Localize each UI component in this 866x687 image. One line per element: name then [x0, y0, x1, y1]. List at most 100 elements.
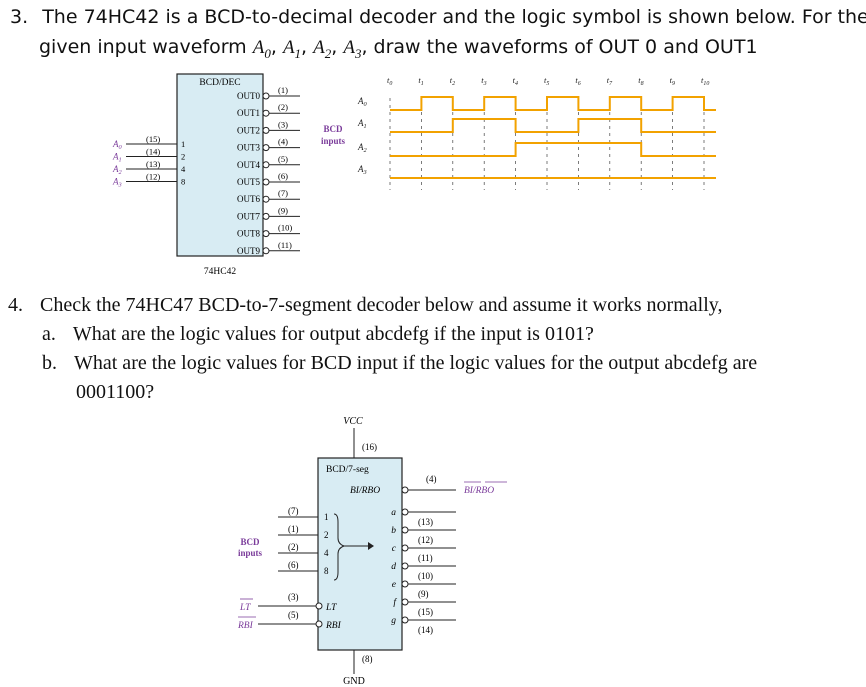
output-bubble — [262, 195, 270, 203]
birbo-pin: (4) — [426, 474, 437, 484]
rbi-external-label: RBI — [237, 621, 254, 631]
output-pin: (9) — [278, 205, 288, 215]
q4-stem: Check the 74HC47 BCD-to-7-segment decode… — [40, 294, 723, 316]
input-pin: (15) — [146, 134, 160, 144]
segment-bubble — [401, 580, 409, 588]
rbi-internal-label: RBI — [325, 621, 342, 631]
decoder-74hc42-symbol: BCD/DEC OUT0(1)OUT1(2)OUT2(3)OUT3(4)OUT4… — [112, 73, 300, 277]
decoder-74hc47-symbol: VCC (16) BCD/7-seg BI/RBO (4) BI/RBO (7)… — [237, 416, 507, 685]
waveform-a2 — [390, 142, 716, 157]
input-a1: A1 — [282, 37, 302, 61]
time-label: t6 — [575, 75, 580, 87]
output-pin: (6) — [278, 171, 288, 181]
decoder-input-label: A2 — [112, 164, 123, 176]
output-pin: (7) — [278, 188, 288, 198]
output-bubble — [262, 109, 270, 117]
birbo-internal-label: BI/RBO — [350, 486, 380, 496]
output-pin: (1) — [278, 85, 288, 95]
gnd-pin: (8) — [362, 654, 373, 664]
segment-pin: (11) — [418, 553, 433, 563]
time-label: t10 — [701, 75, 709, 87]
q4-number: 4. — [8, 294, 23, 316]
decoder-chip-name: 74HC42 — [204, 267, 236, 277]
input-weight: 2 — [181, 152, 185, 162]
decoder-output-label: OUT5 — [237, 177, 260, 187]
output-pin: (5) — [278, 154, 288, 164]
segment-pin: (15) — [418, 607, 433, 617]
decoder-body — [176, 73, 264, 257]
q4b-line: b. What are the logic values for BCD inp… — [42, 350, 757, 376]
signal-label: A1 — [357, 118, 367, 130]
signal-label: A3 — [357, 164, 367, 176]
time-label: t9 — [670, 75, 675, 87]
decoder-output-label: OUT1 — [237, 108, 260, 118]
rbi-pin: (5) — [288, 610, 299, 620]
segment-bubble — [401, 562, 409, 570]
time-label: t4 — [513, 75, 518, 87]
segment-pin: (10) — [418, 571, 433, 581]
segment-output-f: f — [393, 597, 397, 608]
seg-inputs-label: inputs — [238, 548, 263, 558]
decoder-output-label: OUT3 — [237, 143, 260, 153]
decoder-output-label: OUT0 — [237, 91, 260, 101]
seg-decoder-body — [317, 457, 403, 651]
decoder-input-label: A1 — [112, 152, 122, 164]
q4b-label: b. — [42, 352, 57, 374]
seg-input-pin: (1) — [288, 524, 299, 534]
decoder-output-label: OUT8 — [237, 229, 260, 239]
segment-output-b: b — [391, 526, 396, 536]
segment-pin: (14) — [418, 625, 433, 635]
q3-text-line1: The 74HC42 is a BCD-to-decimal decoder a… — [42, 6, 866, 28]
seg-input-pin: (7) — [288, 506, 299, 516]
q4b-text: What are the logic values for BCD input … — [74, 352, 758, 374]
signal-label: A0 — [357, 96, 368, 108]
input-weight: 1 — [181, 139, 185, 149]
input-a0: A0 — [252, 37, 271, 61]
segment-bubble — [401, 616, 409, 624]
q3-line2: given input waveform A0, A1, A2, A3, dra… — [39, 36, 758, 61]
waveform-a1 — [390, 118, 716, 133]
time-label: t8 — [638, 75, 643, 87]
decoder-input-label: A0 — [112, 139, 123, 151]
lt-pin: (3) — [288, 592, 299, 602]
seg-input-weight: 2 — [324, 530, 329, 540]
input-pin: (14) — [146, 147, 160, 157]
time-label: t1 — [418, 75, 423, 87]
q3-line1: 3. The 74HC42 is a BCD-to-decimal decode… — [10, 4, 866, 30]
segment-bubble — [401, 526, 409, 534]
decoder-input-label: A3 — [112, 177, 122, 189]
q4a-text: What are the logic values for output abc… — [72, 323, 594, 345]
segment-bubble — [401, 544, 409, 552]
decoder-outputs: OUT0(1)OUT1(2)OUT2(3)OUT3(4)OUT4(5)OUT5(… — [237, 85, 300, 256]
decoder-output-label: OUT4 — [237, 160, 260, 170]
vcc-pin: (16) — [362, 442, 377, 452]
seg-header: BCD/7-seg — [326, 465, 369, 475]
inputs-group-label: inputs — [321, 136, 346, 146]
input-pin: (13) — [146, 159, 160, 169]
output-bubble — [262, 126, 270, 134]
output-bubble — [262, 161, 270, 169]
q4a-label: a. — [42, 323, 56, 345]
output-pin: (10) — [278, 223, 292, 233]
input-pin: (12) — [146, 172, 160, 182]
segment-output-d: d — [391, 562, 396, 572]
input-a2: A2 — [313, 37, 332, 61]
waveform-a0 — [390, 96, 716, 111]
input-a3: A3 — [343, 37, 362, 61]
signal-label: A2 — [357, 142, 368, 154]
lt-internal-label: LT — [325, 603, 337, 613]
segment-bubble — [401, 598, 409, 606]
vcc-label: VCC — [343, 416, 363, 427]
output-bubble — [262, 247, 270, 255]
segment-output-e: e — [392, 580, 396, 590]
segment-pin: (13) — [418, 517, 433, 527]
decoder-output-label: OUT7 — [237, 211, 260, 221]
segment-pin: (12) — [418, 535, 433, 545]
q3-number: 3. — [10, 6, 29, 28]
decoder-inputs: A0(15)1A1(14)2A2(13)4A3(12)8 — [112, 134, 186, 189]
time-label: t7 — [607, 75, 613, 87]
seg-input-pin: (2) — [288, 542, 299, 552]
q4a-line: a. What are the logic values for output … — [42, 321, 594, 347]
